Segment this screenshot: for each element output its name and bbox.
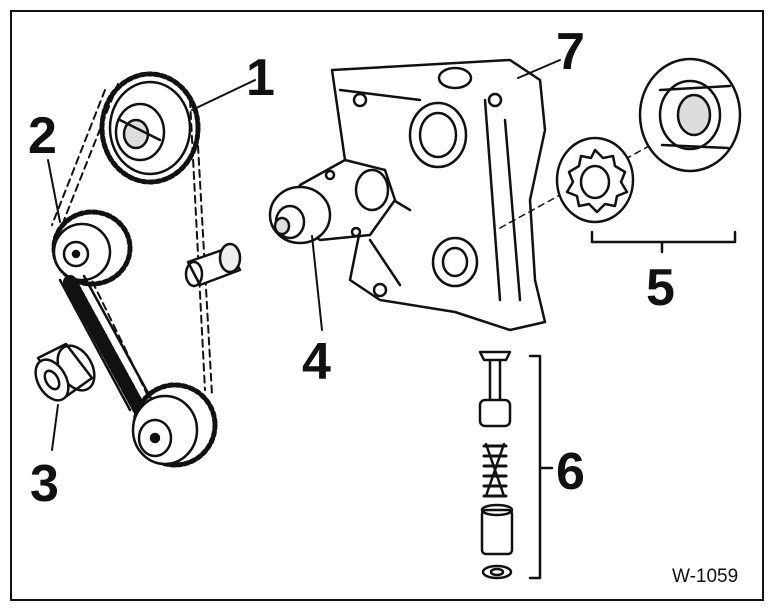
group-bracket-5 [590, 230, 737, 254]
relief-valve-assembly [478, 350, 514, 580]
group-bracket-6 [528, 354, 554, 580]
spacer-bush [184, 242, 242, 288]
toothed-belt [58, 274, 156, 417]
callout-label-6: 6 [556, 443, 585, 501]
leader-4 [311, 235, 323, 331]
callout-label-7: 7 [556, 23, 585, 81]
leader-7 [517, 59, 561, 79]
leader-2 [47, 159, 61, 223]
camshaft-sprocket [99, 71, 201, 185]
pump-outer-rotor [638, 57, 742, 173]
crankshaft-sprocket [131, 382, 218, 468]
callout-label-3: 3 [30, 455, 59, 513]
callout-label-1: 1 [246, 49, 275, 107]
idler-roller [34, 342, 96, 402]
leader-1 [191, 79, 256, 111]
water-pump [268, 158, 397, 245]
tension-pulley [51, 209, 133, 287]
callout-label-4: 4 [302, 333, 331, 391]
figure-code: W-1059 [672, 566, 739, 587]
leader-3 [51, 404, 59, 451]
leader-lines [47, 59, 561, 451]
diagram-frame [10, 10, 764, 601]
callout-label-5: 5 [646, 259, 675, 317]
callout-label-2: 2 [28, 107, 57, 165]
pump-inner-rotor [555, 136, 635, 224]
